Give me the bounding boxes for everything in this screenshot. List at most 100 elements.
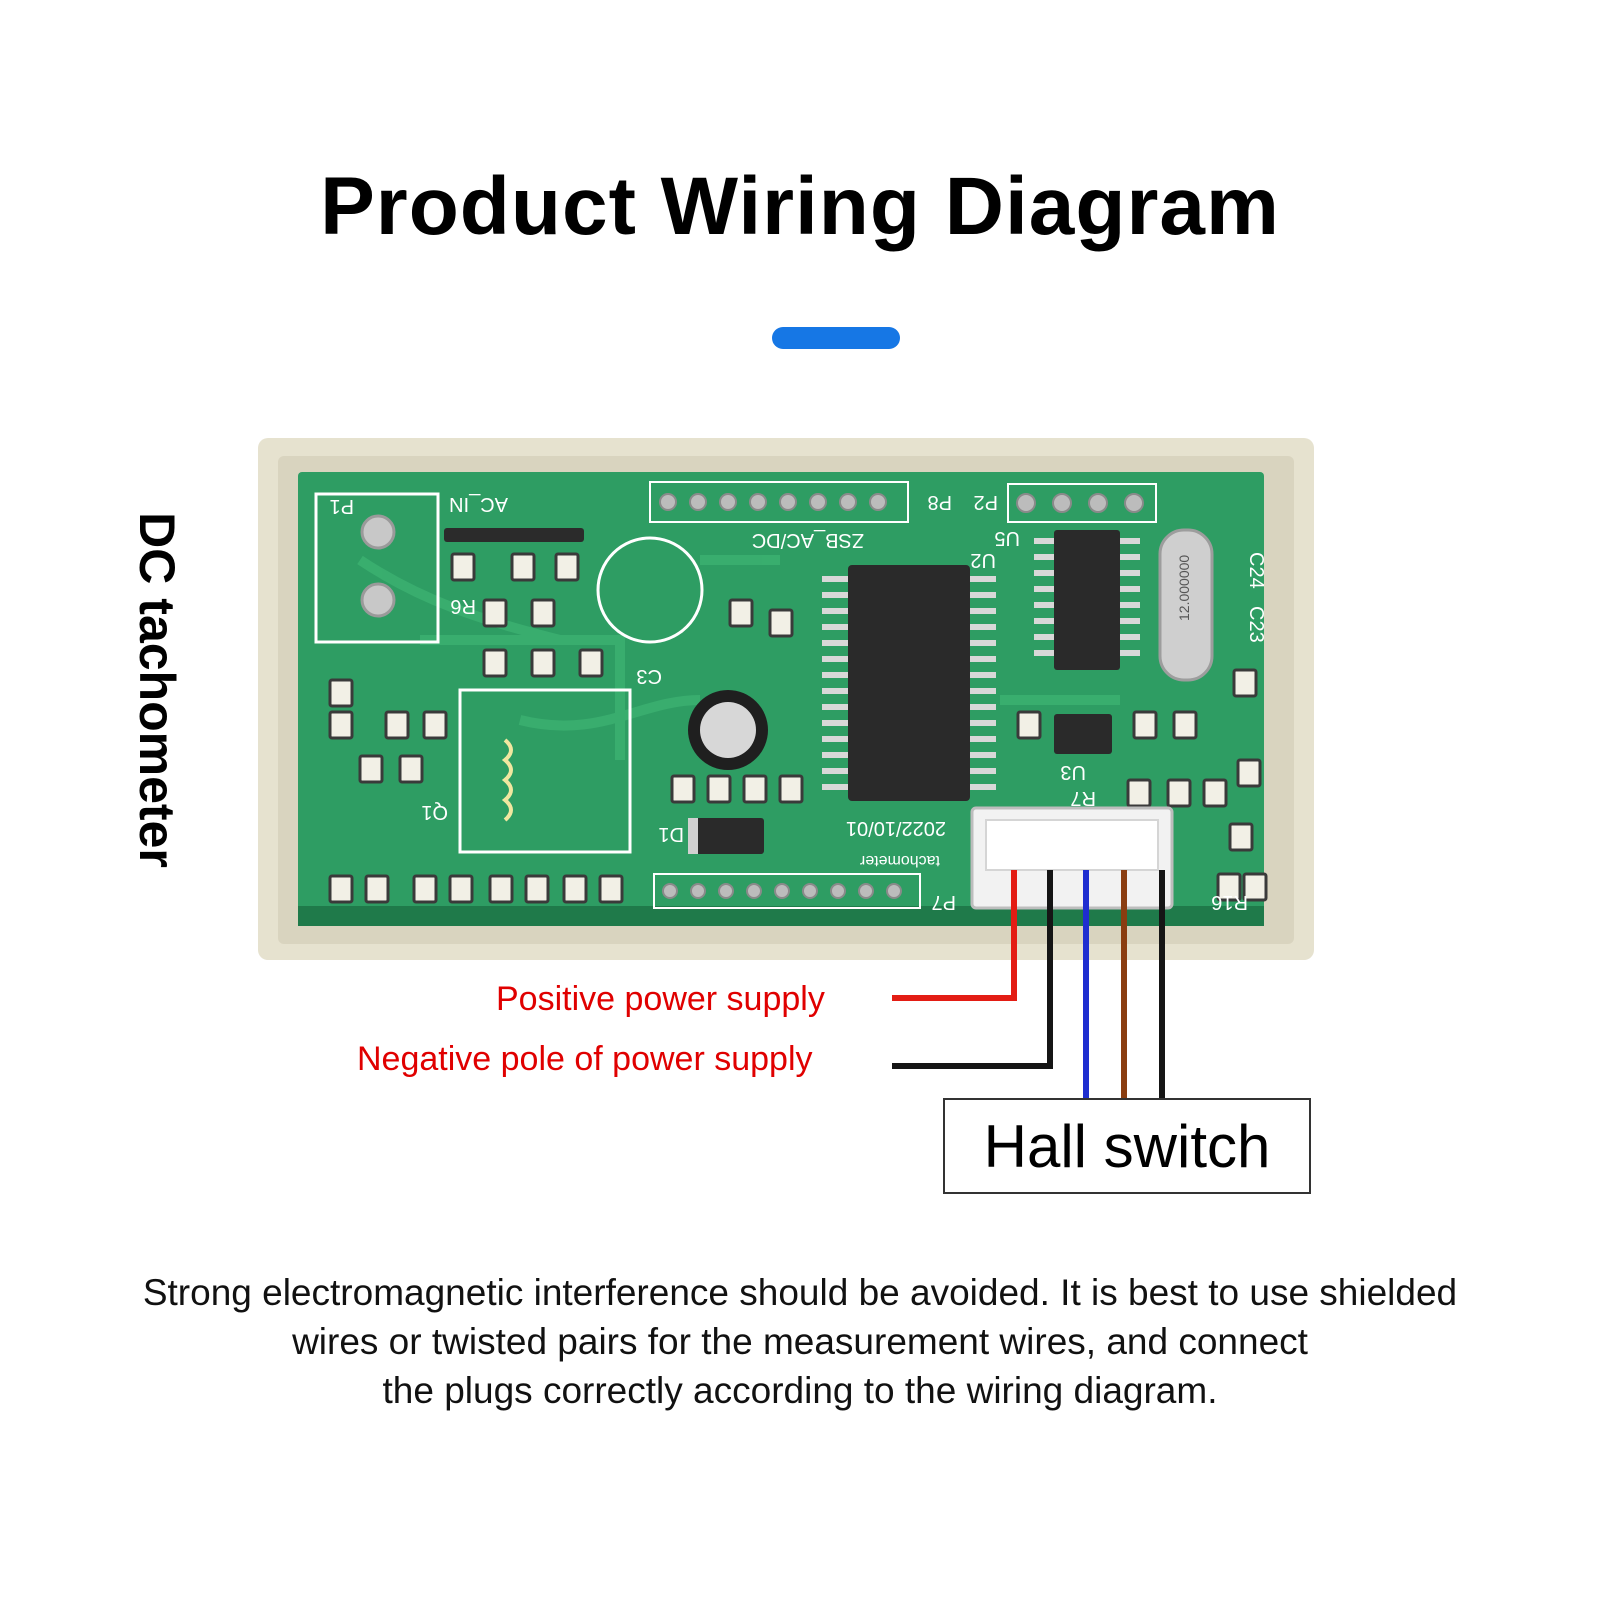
smd-component: [1126, 778, 1152, 808]
ic-pin: [970, 688, 996, 694]
silk-u3: U3: [1060, 761, 1086, 783]
inductor-winding: [501, 738, 513, 822]
hall-switch-box: Hall switch: [943, 1098, 1311, 1194]
ic-pin: [1120, 586, 1140, 592]
ic-pin: [822, 752, 848, 758]
ic-pin: [1120, 554, 1140, 560]
header-pin: [802, 883, 818, 899]
silk-r6: R6: [450, 595, 476, 617]
smd-component: [1228, 822, 1254, 852]
smd-component: [670, 774, 696, 804]
regulator-u3: [1054, 714, 1112, 754]
coil-outline: [596, 536, 704, 644]
silk-ac-in: AC_IN: [449, 493, 508, 515]
header-pin: [886, 883, 902, 899]
ic-pin: [970, 592, 996, 598]
silk-p2: P2: [974, 491, 998, 513]
header-pin: [746, 883, 762, 899]
ic-pin: [822, 768, 848, 774]
ic-pin: [822, 672, 848, 678]
smd-component: [328, 678, 354, 708]
ic-pin: [1120, 602, 1140, 608]
ic-pin: [822, 736, 848, 742]
diode-d1: [688, 818, 764, 854]
ic-pin: [1034, 570, 1054, 576]
smd-component: [1016, 710, 1042, 740]
smd-component: [1166, 778, 1192, 808]
header-p2-pins: [1016, 493, 1144, 513]
pcb-edge-shadow: [298, 906, 1264, 926]
inductor-outline: [458, 688, 632, 854]
header-pin: [719, 493, 737, 511]
ic-pin: [822, 624, 848, 630]
ic-pin: [970, 720, 996, 726]
silk-date: 2022/10/01: [846, 817, 946, 839]
ic-pin: [1034, 602, 1054, 608]
silk-u5: U5: [994, 527, 1020, 549]
crystal-oscillator: [1158, 528, 1214, 682]
smd-component: [562, 874, 588, 904]
ic-pin: [822, 704, 848, 710]
ic-pin: [970, 704, 996, 710]
smd-component: [706, 774, 732, 804]
smd-component: [742, 774, 768, 804]
smd-component: [530, 598, 556, 628]
hall-switch-label: Hall switch: [983, 1112, 1271, 1180]
header-pin: [858, 883, 874, 899]
header-pin: [1016, 493, 1036, 513]
smd-component: [450, 552, 476, 582]
note-line: the plugs correctly according to the wir…: [382, 1370, 1218, 1411]
capacitor-top: [700, 702, 756, 758]
header-p8: [649, 481, 909, 523]
header-pin: [1088, 493, 1108, 513]
smd-component: [510, 552, 536, 582]
ic-pin: [1120, 570, 1140, 576]
pcb-traces: [357, 555, 1120, 760]
silk-d1: D1: [658, 823, 684, 845]
main-ic-u2: [848, 565, 970, 801]
silk-p8: P8: [928, 491, 952, 513]
ic-pin: [1034, 634, 1054, 640]
diode-d1-band: [688, 818, 698, 854]
smd-component: [1132, 710, 1158, 740]
ic-pin: [970, 672, 996, 678]
smd-component: [482, 598, 508, 628]
silk-tacho: tachometer: [859, 852, 940, 869]
ic-pin: [1034, 554, 1054, 560]
note-line: wires or twisted pairs for the measureme…: [292, 1321, 1308, 1362]
smd-component: [728, 598, 754, 628]
silk-crystal: 12.000000: [1176, 555, 1192, 621]
silk-r7: R7: [1070, 787, 1096, 809]
ic-pin: [970, 768, 996, 774]
header-pin: [659, 493, 677, 511]
ic-pin: [970, 656, 996, 662]
header-pin: [690, 883, 706, 899]
header-pin: [839, 493, 857, 511]
smd-component: [524, 874, 550, 904]
smd-component: [598, 874, 624, 904]
ic-pin: [970, 640, 996, 646]
header-p2: [1007, 483, 1157, 523]
header-pin: [779, 493, 797, 511]
ic-pin: [1034, 650, 1054, 656]
silk-p7: P7: [932, 891, 956, 913]
header-p7: [653, 873, 921, 909]
ic-pin: [970, 736, 996, 742]
smd-component: [778, 774, 804, 804]
positive-supply-label: Positive power supply: [496, 980, 825, 1018]
silk-c24: C24: [1245, 552, 1267, 589]
header-p8-pins: [659, 493, 887, 511]
ic-pin: [1034, 586, 1054, 592]
wire-red: [892, 870, 1017, 1001]
header-pin: [830, 883, 846, 899]
header-pin: [662, 883, 678, 899]
smd-component: [554, 552, 580, 582]
smd-component: [364, 874, 390, 904]
smd-component: [488, 874, 514, 904]
page-title: Product Wiring Diagram: [320, 161, 1280, 252]
header-pin: [1052, 493, 1072, 513]
ic-pin: [822, 688, 848, 694]
smd-component: [482, 648, 508, 678]
silk-r16: R16: [1211, 891, 1248, 913]
ic-pin: [1120, 650, 1140, 656]
